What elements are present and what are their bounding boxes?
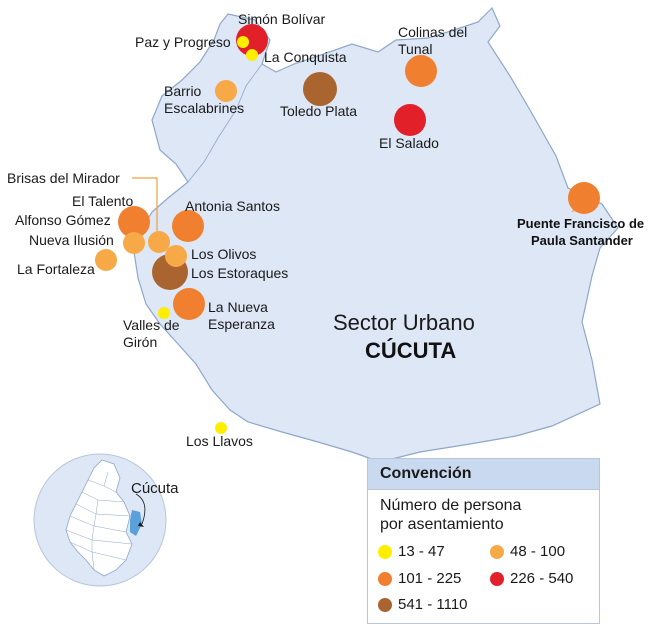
inset-label: Cúcuta (131, 480, 179, 497)
label-puente-line2: Paula Santander (531, 233, 633, 248)
legend-label-541-1110: 541 - 1110 (398, 596, 468, 613)
inset-arrow-head (138, 522, 144, 527)
marker-la-conquista (246, 49, 258, 61)
legend-label-48-100: 48 - 100 (510, 543, 566, 560)
legend-panel: Convención Número de persona por asentam… (367, 458, 600, 624)
legend-subtitle-line1: Número de persona (380, 497, 522, 514)
legend-item-226-540: 226 - 540 (490, 570, 573, 587)
marker-alfonso-gomez (118, 206, 150, 238)
legend-swatch-48-100 (490, 544, 504, 559)
marker-los-olivos (165, 245, 187, 267)
legend-item-48-100: 48 - 100 (490, 543, 565, 560)
marker-paz-y-progreso (237, 36, 249, 48)
legend-swatch-226-540 (490, 571, 504, 586)
legend-subtitle-line2: por asentamiento (380, 516, 504, 533)
marker-la-nueva-esperanza (173, 288, 205, 320)
marker-colinas-del-tunal (405, 55, 437, 87)
marker-el-salado (394, 104, 426, 136)
brisas-leader-line (132, 177, 158, 240)
label-los-olivos: Los Olivos (191, 246, 256, 262)
sector-city: CÚCUTA (365, 338, 456, 363)
label-puente-line1: Puente Francisco de (517, 216, 644, 231)
marker-antonia-santos (172, 210, 204, 242)
inset-department-shape (65, 459, 133, 577)
marker-simon-bolivar (236, 24, 268, 56)
legend-subtitle: Número de persona por asentamiento (368, 490, 599, 534)
legend-item-13-47: 13 - 47 (378, 543, 445, 560)
sector-title: Sector Urbano (333, 310, 475, 335)
label-nueva-esperanza-line1: La Nueva (208, 299, 268, 315)
marker-barrio-escalabrines (215, 80, 237, 102)
legend-label-13-47: 13 - 47 (398, 543, 445, 560)
label-nueva-esperanza-line2: Esperanza (208, 316, 275, 332)
marker-valles-de-giron (158, 307, 170, 319)
label-barrio-line1: Barrio (164, 83, 202, 99)
label-la-fortaleza: La Fortaleza (17, 261, 95, 277)
marker-brisas-del-mirador (148, 231, 170, 253)
legend-item-101-225: 101 - 225 (378, 570, 461, 587)
label-simon-bolivar: Simón Bolívar (238, 11, 325, 27)
label-nueva-ilusion: Nueva Ilusión (29, 232, 114, 248)
label-paz-y-progreso: Paz y Progreso (135, 34, 231, 50)
label-toledo-plata: Toledo Plata (280, 103, 357, 119)
label-valles-line2: Girón (123, 334, 157, 350)
marker-la-fortaleza (95, 249, 117, 271)
label-barrio-line2: Escalabrines (164, 100, 244, 116)
label-brisas-del-mirador: Brisas del Mirador (7, 170, 120, 186)
label-los-llavos: Los Llavos (186, 433, 253, 449)
inset-arrow-line (135, 493, 146, 525)
label-el-talento: El Talento (72, 193, 133, 209)
legend-item-541-1110: 541 - 1110 (378, 596, 468, 613)
label-valles-line1: Valles de (123, 317, 180, 333)
label-el-salado: El Salado (379, 135, 439, 151)
marker-nueva-ilusion (123, 232, 145, 254)
legend-swatch-101-225 (378, 571, 392, 586)
inner-boundary (187, 63, 263, 183)
legend-label-226-540: 226 - 540 (510, 570, 574, 587)
label-colinas-line2: Tunal (398, 41, 433, 57)
legend-items: 13 - 47 48 - 100 101 - 225 226 - 540 541… (368, 534, 599, 614)
label-la-conquista: La Conquista (264, 49, 347, 65)
legend-swatch-13-47 (378, 544, 392, 559)
legend-swatch-541-1110 (378, 597, 392, 612)
label-los-estoraques: Los Estoraques (191, 265, 288, 281)
inset-municipal-lines (65, 471, 133, 571)
marker-puente-francisco (568, 182, 600, 214)
label-colinas-line1: Colinas del (398, 24, 467, 40)
label-alfonso-gomez: Alfonso Gómez (15, 212, 111, 228)
inset-cucuta-highlight (130, 510, 142, 536)
marker-los-llavos (215, 422, 227, 434)
marker-toledo-plata (303, 72, 337, 106)
legend-title: Convención (368, 459, 599, 490)
label-antonia-santos: Antonia Santos (185, 198, 280, 214)
urban-sector-shape (133, 6, 619, 463)
inset-globe (33, 453, 167, 587)
legend-label-101-225: 101 - 225 (398, 570, 462, 587)
